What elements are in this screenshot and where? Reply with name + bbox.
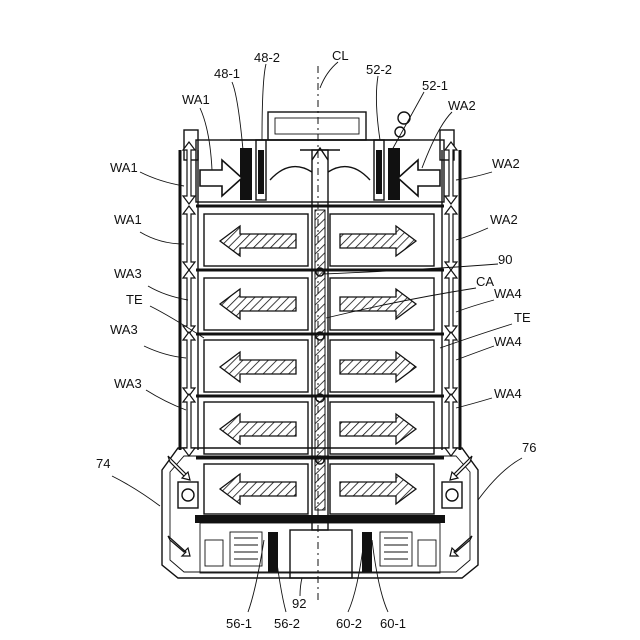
label-56-2: 56-2	[274, 616, 300, 631]
label-wa1-mid: WA1	[110, 160, 138, 175]
label-wa2-mid: WA2	[492, 156, 520, 171]
label-56-1: 56-1	[226, 616, 252, 631]
label-wa4-low: WA4	[494, 386, 522, 401]
inlet-arrow-left	[200, 160, 242, 196]
label-52-2: 52-2	[366, 62, 392, 77]
label-te-right: TE	[514, 310, 531, 325]
label-76: 76	[522, 440, 536, 455]
label-wa1-top: WA1	[182, 92, 210, 107]
label-48-2: 48-2	[254, 50, 280, 65]
label-wa3-top: WA3	[114, 266, 142, 281]
label-wa4-top: WA4	[494, 286, 522, 301]
label-wa2-low: WA2	[490, 212, 518, 227]
label-60-1: 60-1	[380, 616, 406, 631]
label-52-1: 52-1	[422, 78, 448, 93]
label-wa4-mid: WA4	[494, 334, 522, 349]
label-92: 92	[292, 596, 306, 611]
label-ca: CA	[476, 274, 494, 289]
label-wa3-mid: WA3	[110, 322, 138, 337]
label-wa2-top: WA2	[448, 98, 476, 113]
label-90: 90	[498, 252, 512, 267]
inlet-arrow-right	[398, 160, 440, 196]
label-wa1-low: WA1	[114, 212, 142, 227]
label-48-1: 48-1	[214, 66, 240, 81]
bottom-fins	[205, 532, 436, 572]
label-wa3-low: WA3	[114, 376, 142, 391]
label-60-2: 60-2	[336, 616, 362, 631]
label-cl: CL	[332, 48, 349, 63]
label-te-left: TE	[126, 292, 143, 307]
label-74: 74	[96, 456, 110, 471]
